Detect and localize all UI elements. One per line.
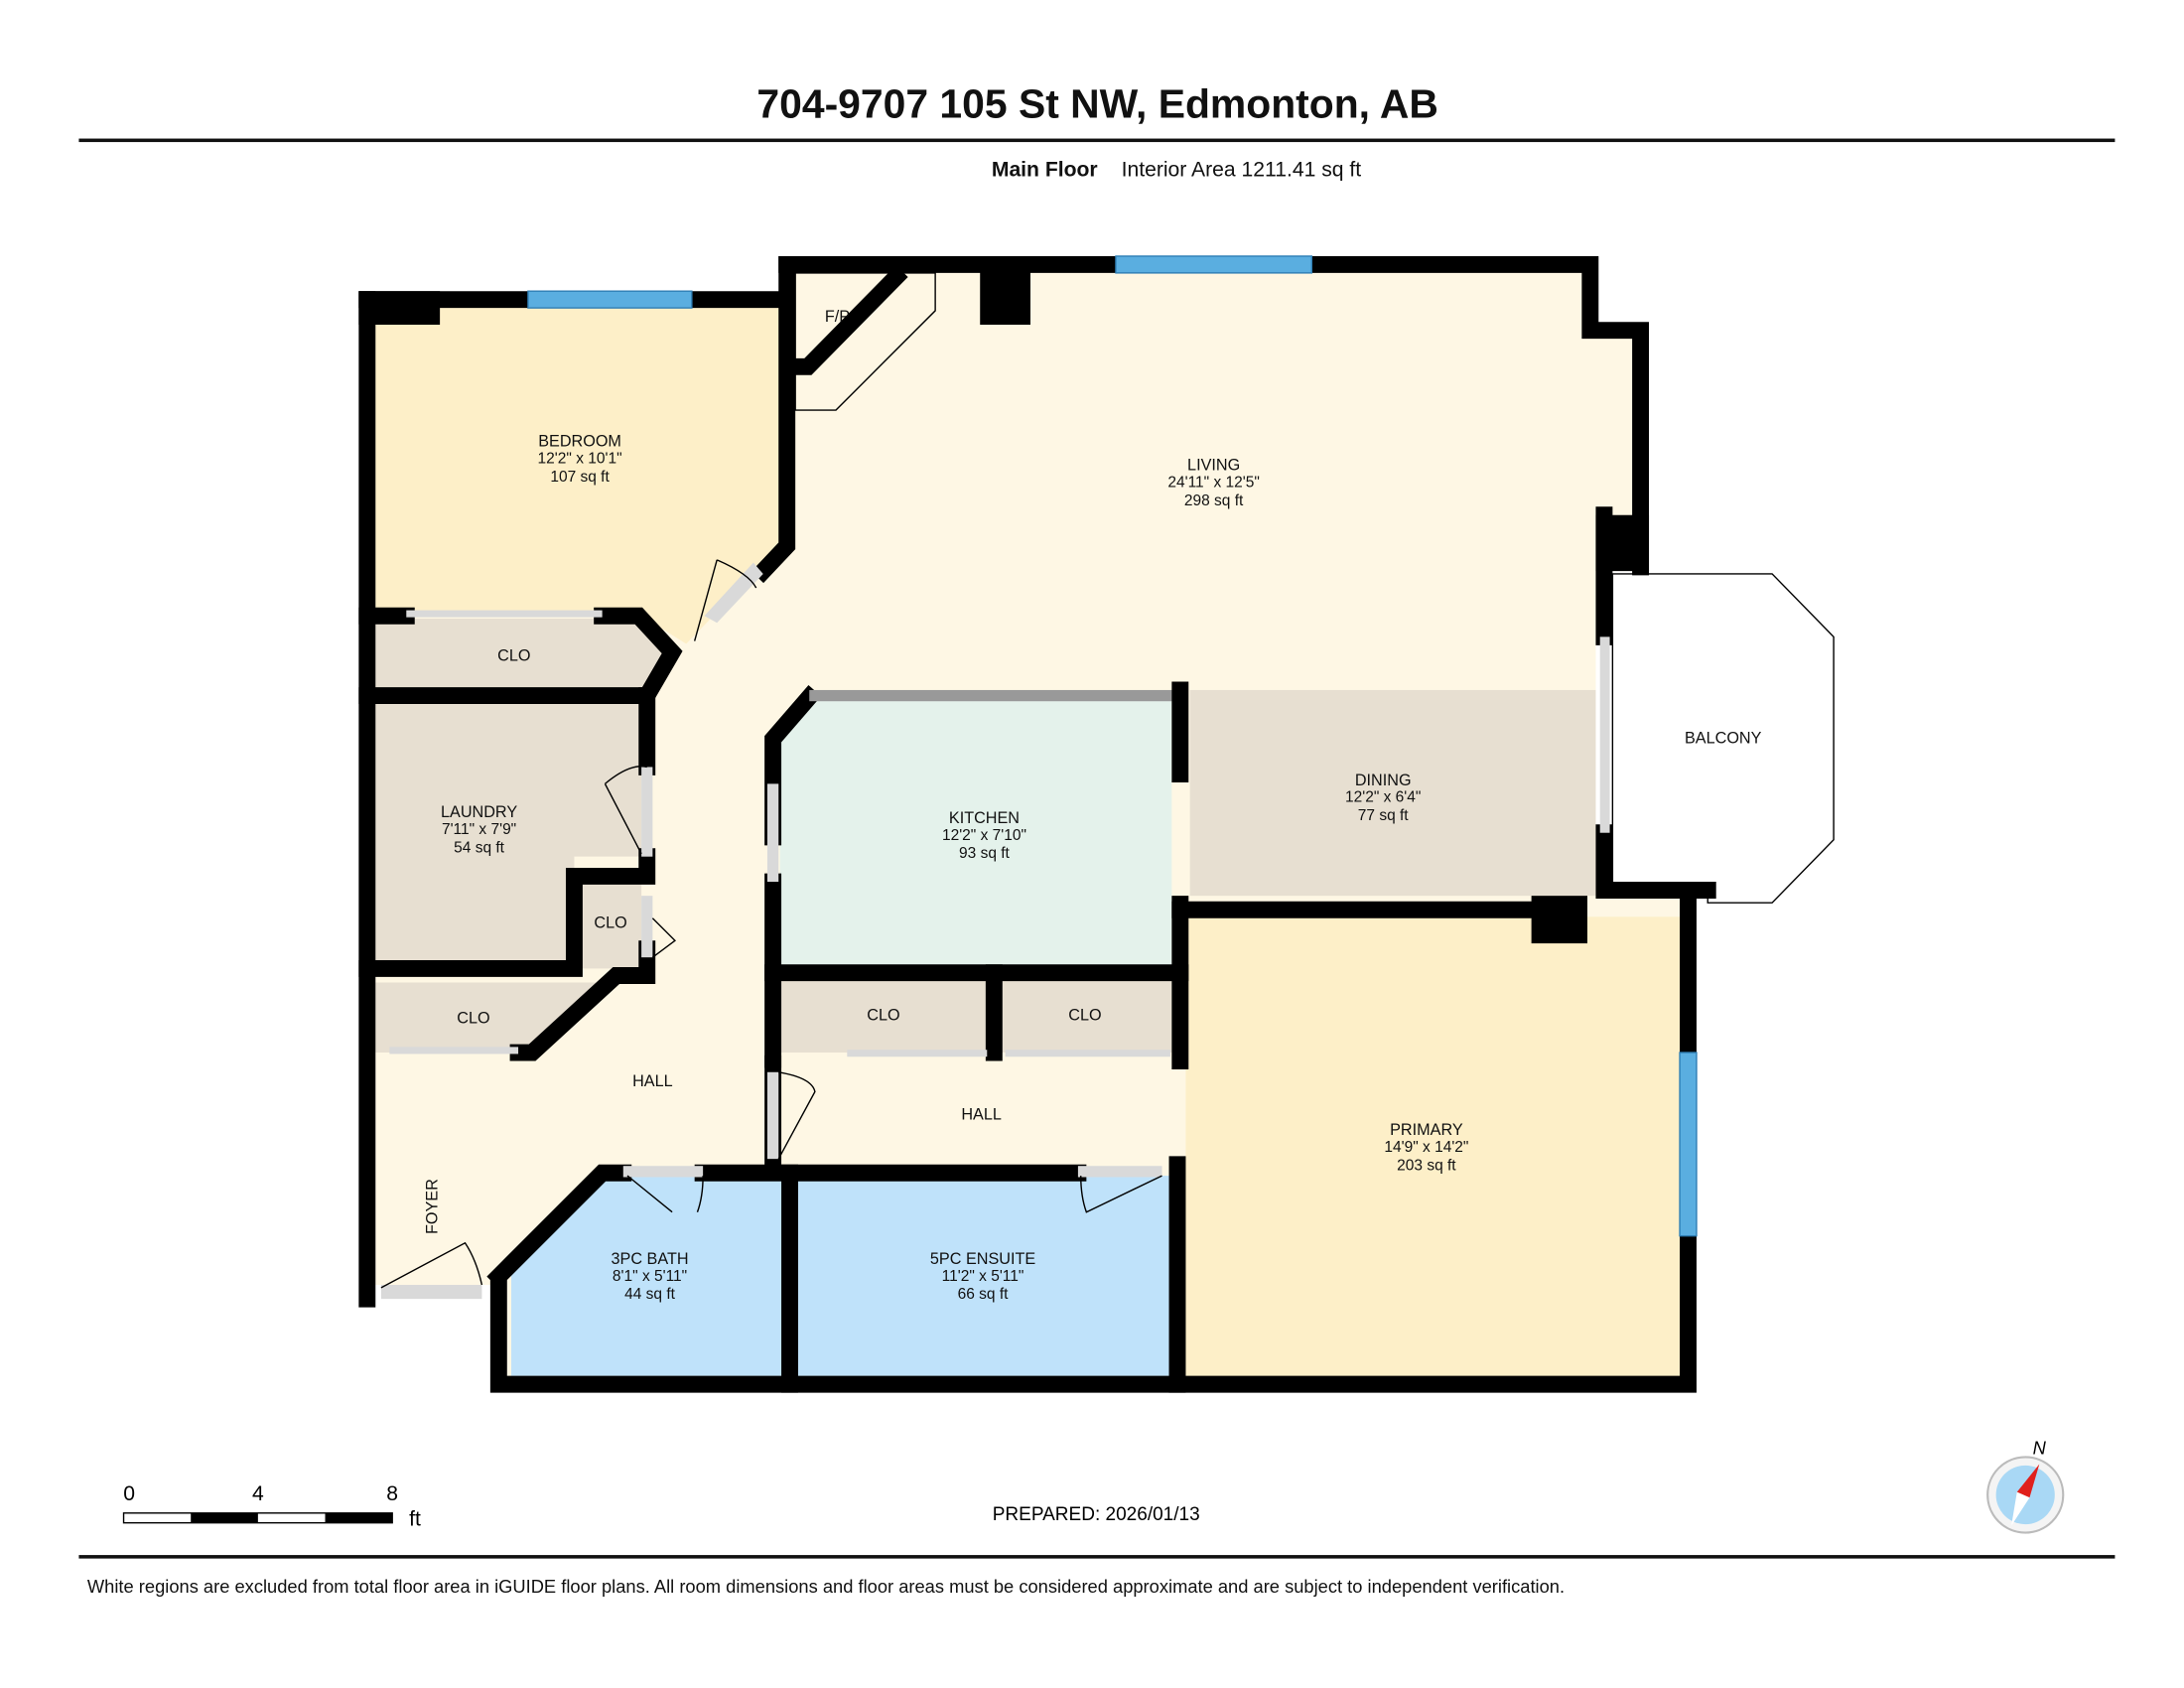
room-label-dining: DINING 12'2" x 6'4" 77 sq ft bbox=[1345, 772, 1421, 824]
page-title: 704-9707 105 St NW, Edmonton, AB bbox=[756, 80, 1437, 126]
svg-text:12'2" x 7'10": 12'2" x 7'10" bbox=[942, 827, 1026, 844]
floor-label: Main Floor bbox=[992, 159, 1098, 182]
scale-tick-0: 0 bbox=[123, 1482, 135, 1505]
svg-text:12'2" x 6'4": 12'2" x 6'4" bbox=[1345, 789, 1421, 806]
dining bbox=[1189, 689, 1596, 897]
room-label-closet-hall-1: CLO bbox=[867, 1007, 899, 1025]
room-label-closet-foyer: CLO bbox=[457, 1009, 489, 1027]
svg-text:203 sq ft: 203 sq ft bbox=[1397, 1157, 1456, 1174]
svg-text:298 sq ft: 298 sq ft bbox=[1184, 492, 1244, 509]
svg-text:7'11" x 7'9": 7'11" x 7'9" bbox=[442, 821, 516, 838]
svg-text:12'2" x 10'1": 12'2" x 10'1" bbox=[538, 451, 622, 468]
disclaimer: White regions are excluded from total fl… bbox=[87, 1576, 1565, 1597]
room-label-closet-hall-2: CLO bbox=[1068, 1007, 1101, 1025]
bath bbox=[511, 1176, 784, 1376]
svg-text:KITCHEN: KITCHEN bbox=[949, 809, 1020, 827]
window-primary bbox=[1679, 1052, 1698, 1237]
room-label-bath: 3PC BATH 8'1" x 5'11" 44 sq ft bbox=[612, 1250, 689, 1303]
prepared-date: PREPARED: 2026/01/13 bbox=[993, 1504, 1200, 1525]
closet-foyer bbox=[375, 982, 616, 1054]
room-label-kitchen: KITCHEN 12'2" x 7'10" 93 sq ft bbox=[942, 809, 1026, 862]
svg-text:54 sq ft: 54 sq ft bbox=[454, 839, 505, 856]
kitchen bbox=[779, 699, 1172, 966]
svg-text:5PC ENSUITE: 5PC ENSUITE bbox=[930, 1250, 1035, 1268]
scale-tick-4: 4 bbox=[252, 1482, 264, 1505]
ensuite bbox=[795, 1176, 1169, 1376]
window-bedroom bbox=[527, 290, 693, 309]
svg-text:24'11" x 12'5": 24'11" x 12'5" bbox=[1167, 475, 1259, 492]
svg-text:PRIMARY: PRIMARY bbox=[1390, 1121, 1463, 1139]
closet-bedroom bbox=[375, 619, 670, 690]
svg-text:8'1" x 5'11": 8'1" x 5'11" bbox=[613, 1268, 687, 1285]
scale-tick-8: 8 bbox=[386, 1482, 398, 1505]
svg-text:77 sq ft: 77 sq ft bbox=[1358, 807, 1410, 824]
svg-text:LAUNDRY: LAUNDRY bbox=[441, 803, 517, 821]
room-label-fireplace: F/P bbox=[825, 308, 850, 326]
closet-hall-2 bbox=[1001, 979, 1172, 1054]
svg-text:66 sq ft: 66 sq ft bbox=[958, 1286, 1010, 1303]
svg-text:93 sq ft: 93 sq ft bbox=[959, 845, 1011, 862]
closet-hall-1 bbox=[779, 979, 988, 1054]
room-label-laundry: LAUNDRY 7'11" x 7'9" 54 sq ft bbox=[441, 803, 517, 856]
window-living bbox=[1115, 255, 1313, 274]
svg-text:11'2" x 5'11": 11'2" x 5'11" bbox=[942, 1268, 1024, 1285]
bedroom bbox=[375, 308, 782, 644]
svg-text:44 sq ft: 44 sq ft bbox=[624, 1286, 676, 1303]
room-label-closet-small: CLO bbox=[594, 914, 626, 932]
primary-bedroom bbox=[1185, 916, 1681, 1379]
header-rule bbox=[78, 138, 2116, 143]
room-label-hall-2: HALL bbox=[961, 1106, 1002, 1124]
room-label-closet-bedroom: CLO bbox=[497, 646, 530, 664]
scale-bar: 0 4 8 ft bbox=[122, 1482, 421, 1530]
room-label-bedroom: BEDROOM 12'2" x 10'1" 107 sq ft bbox=[538, 433, 622, 486]
room-label-hall-1: HALL bbox=[632, 1072, 673, 1090]
footer-rule bbox=[78, 1555, 2116, 1559]
room-label-balcony: BALCONY bbox=[1685, 730, 1762, 748]
laundry bbox=[375, 702, 642, 963]
closet-small bbox=[581, 873, 642, 969]
svg-text:14'9" x 14'2": 14'9" x 14'2" bbox=[1384, 1139, 1468, 1156]
room-label-living: LIVING 24'11" x 12'5" 298 sq ft bbox=[1167, 457, 1259, 509]
svg-text:3PC BATH: 3PC BATH bbox=[612, 1250, 689, 1268]
svg-text:LIVING: LIVING bbox=[1187, 457, 1240, 475]
room-label-primary: PRIMARY 14'9" x 14'2" 203 sq ft bbox=[1384, 1121, 1468, 1174]
doors bbox=[380, 559, 1610, 1300]
scale-unit: ft bbox=[409, 1507, 421, 1530]
svg-text:DINING: DINING bbox=[1355, 772, 1412, 789]
svg-text:107 sq ft: 107 sq ft bbox=[550, 469, 610, 486]
room-label-ensuite: 5PC ENSUITE 11'2" x 5'11" 66 sq ft bbox=[930, 1250, 1035, 1303]
compass-icon: N bbox=[1986, 1438, 2065, 1534]
svg-text:BEDROOM: BEDROOM bbox=[538, 433, 621, 451]
compass-north-label: N bbox=[2033, 1438, 2047, 1459]
room-label-foyer: FOYER bbox=[423, 1179, 441, 1234]
interior-area: Interior Area 1211.41 sq ft bbox=[1122, 159, 1362, 182]
